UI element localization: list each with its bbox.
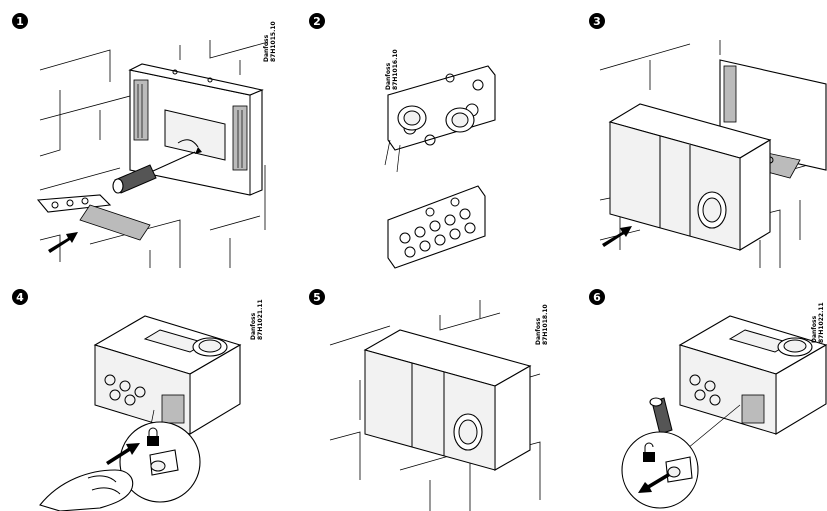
svg-text:87H1022.11: 87H1022.11 — [818, 302, 825, 343]
latch-detail — [149, 449, 179, 476]
step-4-controller — [93, 315, 242, 435]
svg-text:87H1016.10: 87H1016.10 — [392, 49, 399, 90]
step-5-panel: 5 Danfoss 87H1018.10 — [309, 289, 549, 511]
svg-text:87H1021.11: 87H1021.11 — [257, 299, 264, 340]
screwdriver-icon — [112, 139, 202, 194]
control-dial — [697, 191, 727, 229]
step-6-controller — [678, 315, 827, 449]
step-2-badge: 2 — [309, 13, 325, 29]
step-5-controller — [363, 329, 532, 471]
step-1-badge: 1 — [12, 13, 28, 29]
step-2-drawing-code: Danfoss 87H1016.10 — [385, 49, 399, 90]
step-3-number: 3 — [593, 15, 601, 28]
lock-closed-icon — [147, 427, 159, 446]
svg-text:Danfoss: Danfoss — [385, 62, 392, 90]
step-1-number: 1 — [16, 15, 24, 28]
control-dial — [192, 337, 228, 357]
step-1-drawing-code: Danfoss 87H1015.10 — [263, 21, 277, 62]
control-dial — [777, 337, 813, 357]
svg-text:Danfoss: Danfoss — [535, 317, 542, 345]
step-6-detail-callout — [621, 431, 699, 509]
cable-gland-left — [397, 105, 427, 131]
step-2-gland-plate — [384, 65, 496, 173]
push-arrow-icon — [602, 226, 632, 247]
cable-gland-right — [445, 107, 475, 133]
step-5-drawing-code: Danfoss 87H1018.10 — [535, 304, 549, 345]
control-dial — [453, 413, 483, 451]
svg-text:Danfoss: Danfoss — [250, 312, 257, 340]
step-3-badge: 3 — [589, 13, 605, 29]
step-6-number: 6 — [593, 291, 601, 304]
lock-open-icon — [643, 442, 655, 462]
svg-text:87H1015.10: 87H1015.10 — [270, 21, 277, 62]
step-1-wall — [39, 40, 269, 268]
pull-arrow-icon — [638, 473, 670, 493]
push-arrow-icon — [48, 232, 78, 253]
step-1-knockout-plate — [36, 194, 151, 241]
step-2-panel: 2 — [309, 13, 496, 269]
step-5-number: 5 — [313, 291, 321, 304]
step-1-base-housing — [128, 63, 264, 196]
screwdriver-icon — [649, 397, 676, 466]
svg-text:Danfoss: Danfoss — [263, 34, 270, 62]
step-1-panel: 1 — [12, 13, 277, 268]
step-4-drawing-code: Danfoss 87H1021.11 — [250, 299, 264, 340]
svg-text:87H1018.10: 87H1018.10 — [542, 304, 549, 345]
step-4-badge: 4 — [12, 289, 28, 305]
step-3-controller — [608, 103, 772, 251]
step-5-badge: 5 — [309, 289, 325, 305]
step-2-number: 2 — [313, 15, 321, 28]
step-2-knockout-plate — [387, 185, 486, 269]
step-6-panel: 6 — [589, 289, 827, 509]
latch-detail — [665, 456, 693, 483]
step-4-number: 4 — [16, 291, 24, 304]
svg-text:Danfoss: Danfoss — [811, 315, 818, 343]
push-arrow-icon — [106, 443, 140, 465]
step-6-badge: 6 — [589, 289, 605, 305]
step-3-panel: 3 — [589, 13, 827, 268]
hand-icon — [39, 469, 134, 511]
step-6-drawing-code: Danfoss 87H1022.11 — [811, 302, 825, 343]
step-4-detail-callout — [119, 421, 201, 503]
step-4-panel: 4 — [12, 289, 264, 511]
